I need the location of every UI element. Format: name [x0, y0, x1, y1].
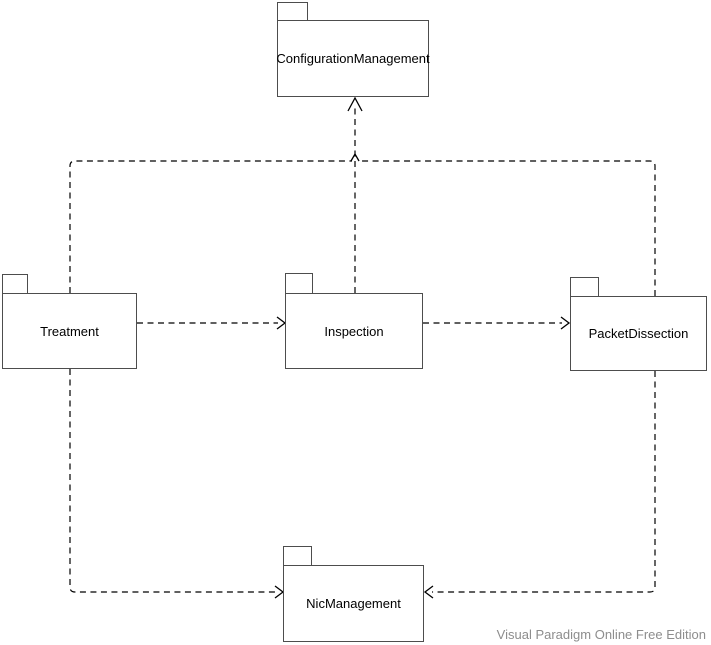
package-tab: [2, 274, 28, 293]
dependency-inspection-to-packetdissection[interactable]: [423, 316, 571, 330]
dependency-treatment-to-configurationmanagement[interactable]: [69, 152, 360, 293]
connector-line: [69, 369, 276, 593]
package-body: ConfigurationManagement: [276, 20, 430, 97]
dependency-treatment-to-inspection[interactable]: [137, 316, 287, 330]
dependency-arrowhead: [276, 316, 287, 330]
dependency-arrowhead: [423, 585, 434, 599]
package-body: PacketDissection: [570, 296, 707, 371]
package-inspection[interactable]: Inspection: [285, 273, 423, 369]
package-tab: [283, 546, 312, 565]
package-tab: [277, 2, 308, 20]
dependency-inspection-to-configurationmanagement[interactable]: [347, 96, 363, 293]
package-label: NicManagement: [306, 596, 401, 611]
dependency-arrowhead: [560, 316, 571, 330]
package-configuration-management[interactable]: ConfigurationManagement: [276, 2, 430, 97]
dependency-arrowhead: [350, 152, 360, 162]
connector-line: [359, 160, 656, 296]
dependency-treatment-to-nicmanagement[interactable]: [69, 369, 285, 599]
package-body: Inspection: [285, 293, 423, 369]
dependency-packetdissection-to-configurationmanagement[interactable]: [359, 160, 656, 296]
package-tab: [285, 273, 313, 293]
dependency-arrowhead: [347, 96, 363, 112]
package-label: ConfigurationManagement: [276, 51, 430, 66]
package-label: PacketDissection: [588, 326, 689, 341]
watermark: Visual Paradigm Online Free Edition: [496, 627, 706, 642]
connector-line: [69, 160, 352, 293]
package-tab: [570, 277, 599, 296]
package-treatment[interactable]: Treatment: [2, 274, 137, 369]
package-label: Inspection: [324, 323, 384, 339]
package-body: Treatment: [2, 293, 137, 369]
connector-line: [432, 371, 656, 593]
dependency-arrowhead: [274, 585, 285, 599]
package-body: NicManagement: [283, 565, 424, 642]
package-label: Treatment: [40, 323, 99, 339]
package-packet-dissection[interactable]: PacketDissection: [570, 277, 707, 371]
package-nic-management[interactable]: NicManagement: [283, 546, 424, 642]
dependency-packetdissection-to-nicmanagement[interactable]: [423, 371, 656, 599]
